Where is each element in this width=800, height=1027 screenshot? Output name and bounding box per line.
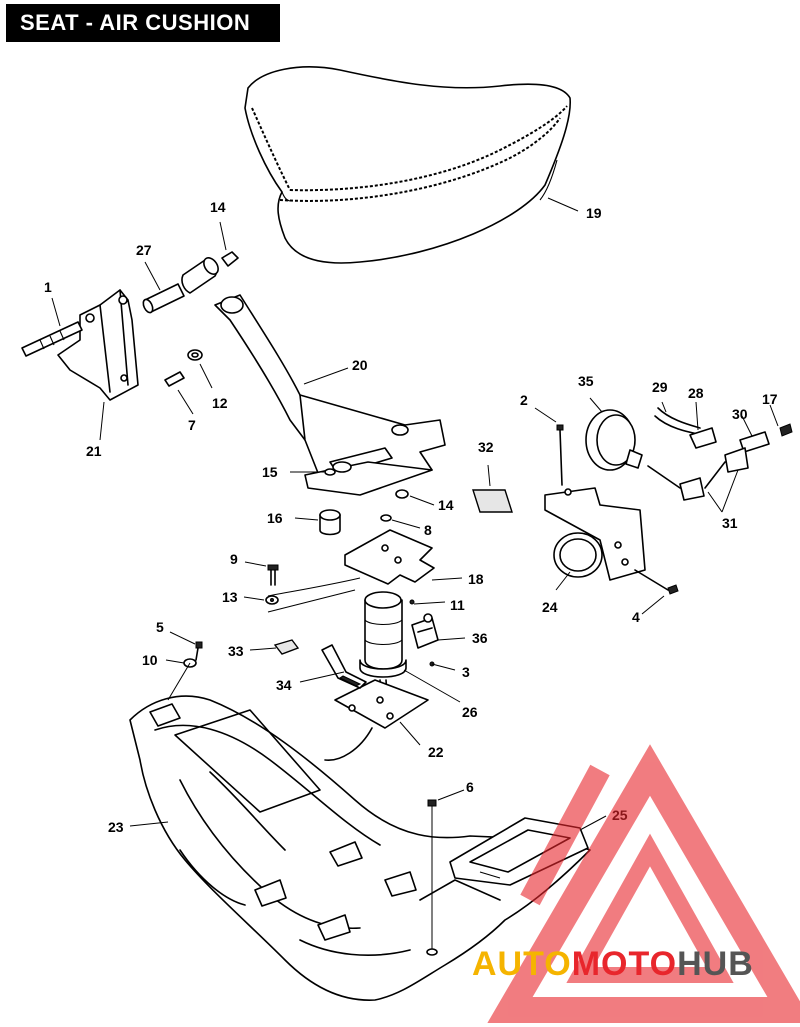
callout-16: 16 xyxy=(267,510,283,526)
callout-13: 13 xyxy=(222,589,238,605)
callout-numbers: 1 2 3 4 5 6 7 8 9 10 11 12 13 14 14 15 1… xyxy=(44,199,778,835)
spacer-and-nuts xyxy=(319,468,409,536)
callout-32: 32 xyxy=(478,439,494,455)
callout-23: 23 xyxy=(108,819,124,835)
callout-31: 31 xyxy=(722,515,738,531)
callout-36: 36 xyxy=(472,630,488,646)
callout-26: 26 xyxy=(462,704,478,720)
callout-28: 28 xyxy=(688,385,704,401)
mounting-plate-bracket xyxy=(267,529,435,613)
rear-fender-frame xyxy=(129,662,591,1001)
callout-6: 6 xyxy=(466,779,474,795)
callout-9: 9 xyxy=(230,551,238,567)
air-cushion-bellows xyxy=(359,591,407,711)
callout-30: 30 xyxy=(732,406,748,422)
callout-15: 15 xyxy=(262,464,278,480)
callout-18: 18 xyxy=(468,571,484,587)
pressure-gauge-assembly xyxy=(585,407,793,501)
callout-24: 24 xyxy=(542,599,558,615)
callout-19: 19 xyxy=(586,205,602,221)
callout-3: 3 xyxy=(462,664,470,680)
callout-11: 11 xyxy=(450,597,465,613)
callout-12: 12 xyxy=(212,395,228,411)
cover-plate xyxy=(449,817,589,886)
callout-14-top: 14 xyxy=(210,199,226,215)
callout-22: 22 xyxy=(428,744,444,760)
callout-14-mid: 14 xyxy=(438,497,454,513)
callout-4: 4 xyxy=(632,609,640,625)
callout-29: 29 xyxy=(652,379,668,395)
small-brackets xyxy=(273,599,439,689)
callout-5: 5 xyxy=(156,619,164,635)
callout-33: 33 xyxy=(228,643,244,659)
callout-7: 7 xyxy=(188,417,196,433)
decal-sheet xyxy=(472,489,513,513)
callout-8: 8 xyxy=(424,522,432,538)
callout-20: 20 xyxy=(352,357,368,373)
leader-lines xyxy=(51,197,779,831)
callout-1: 1 xyxy=(44,279,52,295)
seat-cushion xyxy=(244,66,571,264)
gauge-bracket xyxy=(544,424,679,595)
seat-post-bracket xyxy=(181,257,446,496)
callout-34: 34 xyxy=(276,677,292,693)
callout-21: 21 xyxy=(86,443,102,459)
callout-25: 25 xyxy=(612,807,628,823)
callout-17: 17 xyxy=(762,391,778,407)
callout-35: 35 xyxy=(578,373,594,389)
callout-27: 27 xyxy=(136,242,152,258)
base-plate xyxy=(324,679,429,761)
diagram-title: SEAT - AIR CUSHION xyxy=(6,4,280,42)
left-mount-bracket xyxy=(21,251,239,401)
callout-2: 2 xyxy=(520,392,528,408)
callout-10: 10 xyxy=(142,652,158,668)
